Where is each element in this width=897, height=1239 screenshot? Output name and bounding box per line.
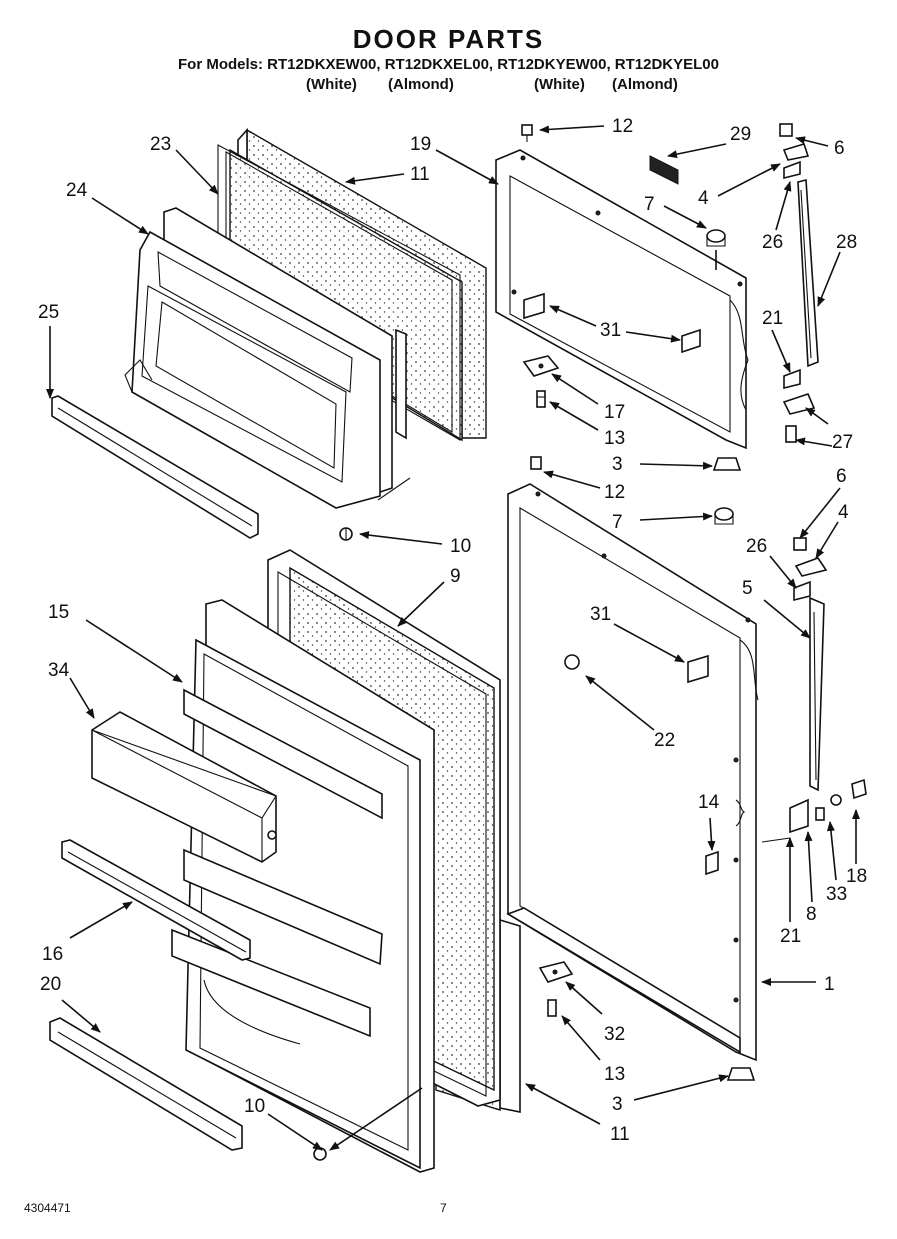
foot-3-upper (712, 457, 742, 471)
bracket-31-a (523, 292, 545, 320)
leader-lines (46, 125, 860, 1151)
label-29 (649, 155, 679, 185)
callout-7-lower: 7 (612, 512, 623, 533)
fresh-liner-15 (171, 599, 435, 1173)
handle-lower-assembly (789, 537, 867, 834)
callout-20: 20 (40, 974, 61, 995)
foot-3-lower (726, 1067, 756, 1081)
dairy-bin-34 (91, 711, 277, 863)
callout-18: 18 (846, 866, 867, 887)
hinge-32 (538, 961, 574, 983)
color-label-almond-1: (Almond) (388, 76, 454, 93)
fresh-outer-door-1 (506, 483, 759, 1062)
callout-22: 22 (654, 730, 675, 751)
callout-5: 5 (742, 578, 753, 599)
callout-12-lower: 12 (604, 482, 625, 503)
screw-13-upper (536, 390, 546, 408)
callout-21: 21 (762, 308, 783, 329)
cap-7-upper (706, 229, 726, 270)
callout-12: 12 (612, 116, 633, 137)
callout-33: 33 (826, 884, 847, 905)
callout-26: 26 (762, 232, 783, 253)
callout-23: 23 (150, 134, 171, 155)
hinge-17 (522, 355, 560, 377)
bracket-31-lower (687, 654, 709, 684)
callout-4-lower: 4 (838, 502, 849, 523)
bracket-brace-14 (735, 799, 746, 827)
callout-10: 10 (450, 536, 471, 557)
bracket-31-b (681, 328, 701, 354)
callout-32: 32 (604, 1024, 625, 1045)
callout-15: 15 (48, 602, 69, 623)
callout-27: 27 (832, 432, 853, 453)
callout-10-lower: 10 (244, 1096, 265, 1117)
screw-10-upper (339, 527, 353, 541)
callout-4: 4 (698, 188, 709, 209)
callout-34: 34 (48, 660, 70, 681)
handle-upper-assembly (779, 123, 819, 443)
callout-29: 29 (730, 124, 751, 145)
callout-31-lower: 31 (590, 604, 611, 625)
door-stop-14 (705, 850, 719, 876)
callout-17: 17 (604, 402, 625, 423)
page-title: DOOR PARTS (352, 24, 545, 54)
callout-7: 7 (644, 194, 655, 215)
plug-12-upper (521, 124, 533, 142)
door-trim-20 (49, 1017, 243, 1151)
callout-labels: 23 11 24 25 10 19 12 29 6 7 4 26 28 31 2… (38, 116, 867, 1145)
callout-3: 3 (612, 454, 623, 475)
callout-21-lower: 21 (780, 926, 801, 947)
model-list: For Models: RT12DKXEW00, RT12DKXEL00, RT… (178, 56, 719, 73)
callout-8: 8 (806, 904, 817, 925)
freezer-trim-25 (51, 395, 259, 539)
callout-19: 19 (410, 134, 431, 155)
callout-6-lower: 6 (836, 466, 847, 487)
callout-31: 31 (600, 320, 621, 341)
callout-11: 11 (410, 164, 430, 185)
screw-13-lower (547, 999, 557, 1017)
freezer-liner-24 (124, 207, 411, 509)
callout-26-lower: 26 (746, 536, 767, 557)
callout-25: 25 (38, 302, 59, 323)
callout-6: 6 (834, 138, 845, 159)
shelf-bar-16 (61, 839, 251, 961)
callout-13-lower: 13 (604, 1064, 625, 1085)
document-number: 4304471 (24, 1201, 71, 1215)
callout-9: 9 (450, 566, 461, 587)
callout-24: 24 (66, 180, 88, 201)
color-label-white-2: (White) (534, 76, 585, 93)
callout-1: 1 (824, 974, 835, 995)
callout-28: 28 (836, 232, 857, 253)
plug-12-lower (530, 456, 542, 470)
freezer-outer-door-19 (495, 149, 749, 450)
page-number: 7 (440, 1201, 447, 1215)
callout-14: 14 (698, 792, 720, 813)
cap-7-lower (714, 507, 734, 525)
screw-10-lower (313, 1147, 327, 1161)
callout-3-lower: 3 (612, 1094, 623, 1115)
plug-22 (564, 654, 580, 670)
callout-11-lower: 11 (610, 1124, 630, 1145)
callout-13: 13 (604, 428, 625, 449)
color-label-almond-2: (Almond) (612, 76, 678, 93)
color-label-white-1: (White) (306, 76, 357, 93)
callout-16: 16 (42, 944, 63, 965)
